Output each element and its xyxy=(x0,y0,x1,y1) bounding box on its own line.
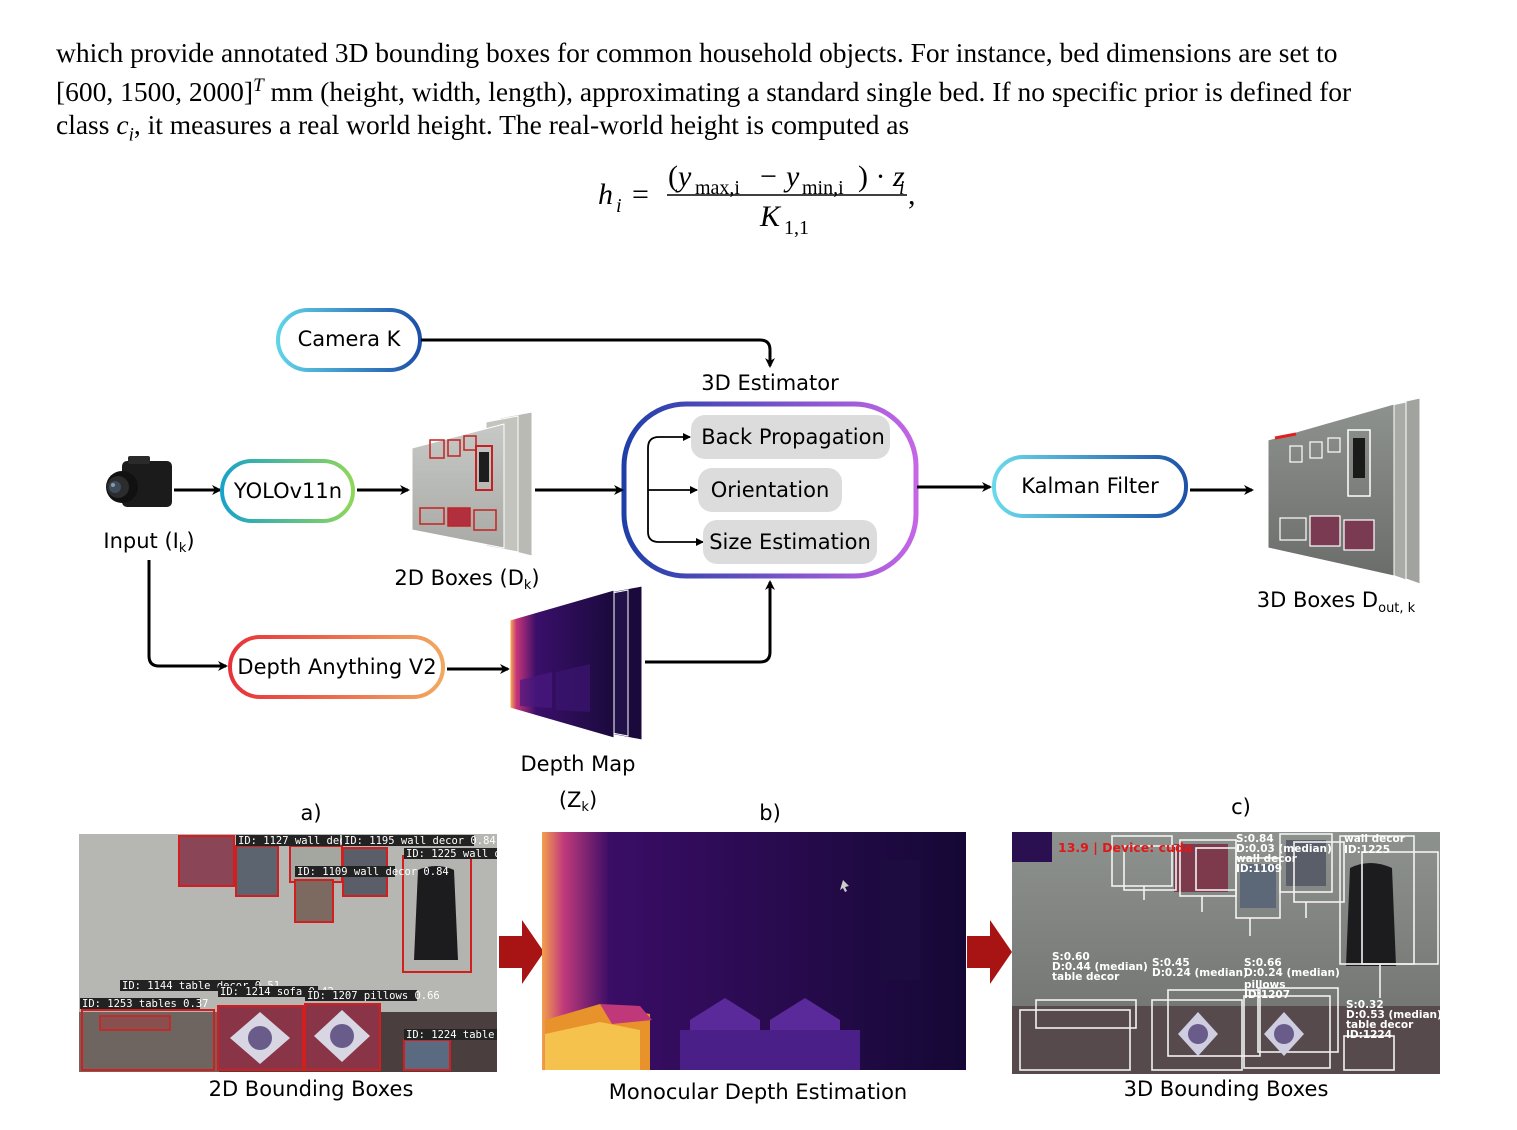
panel-c-caption: 3D Bounding Boxes xyxy=(1124,1077,1329,1101)
svg-text:D:0.53 (median): D:0.53 (median) xyxy=(1346,1009,1442,1021)
kalman-node xyxy=(992,455,1188,518)
svg-text:ID:1224: ID:1224 xyxy=(1346,1029,1392,1041)
paragraph-line-2: [600, 1500, 2000]T mm (height, width, le… xyxy=(56,75,1352,108)
svg-text:S:0.84: S:0.84 xyxy=(1236,833,1274,845)
kalman-label: Kalman Filter xyxy=(1021,474,1159,498)
svg-text:ID:1109: ID:1109 xyxy=(1236,863,1282,875)
depth-map-label: Depth Map xyxy=(521,752,636,776)
boxes3d-stack xyxy=(1267,397,1421,585)
back-propagation-label: Back Propagation xyxy=(701,425,885,449)
paragraph-line-1: which provide annotated 3D bounding boxe… xyxy=(56,37,1338,68)
size-estimation-label: Size Estimation xyxy=(709,530,871,554)
camera-k-label: Camera K xyxy=(298,327,402,351)
panel-a-to-b-arrow xyxy=(499,920,544,984)
eq-num-sub2: min,i xyxy=(802,177,844,199)
eq-num-y2: y xyxy=(783,160,800,193)
svg-text:S:0.66: S:0.66 xyxy=(1244,957,1282,969)
eq-num-sub1: max,i xyxy=(695,177,740,199)
svg-text:wall decor: wall decor xyxy=(1344,833,1406,845)
svg-text:D:0.03 (median): D:0.03 (median) xyxy=(1236,843,1332,855)
input-label: Input (Ik) xyxy=(103,529,194,556)
svg-text:D:0.24 (median): D:0.24 (median) xyxy=(1244,967,1340,979)
camera-icon xyxy=(106,456,172,507)
svg-text:ID: 1253 tables 0.37: ID: 1253 tables 0.37 xyxy=(82,998,208,1010)
size-estimation-box xyxy=(703,520,877,564)
eq-num-open: (y xyxy=(668,160,692,193)
panel-a-label: a) xyxy=(300,801,321,825)
panel-b-to-c-arrow xyxy=(967,920,1012,984)
height-equation: h i = (y max,i − y min,i ) · z i K 1,1 , xyxy=(598,160,916,239)
svg-text:D:0.44 (median): D:0.44 (median) xyxy=(1052,961,1148,973)
boxes2d-stack xyxy=(411,411,533,557)
eq-den: K xyxy=(759,200,782,233)
yolo-label: YOLOv11n xyxy=(233,479,342,503)
svg-text:13.9 | Device: cuda: 13.9 | Device: cuda xyxy=(1058,840,1192,855)
boxes3d-label: 3D Boxes Dout, k xyxy=(1257,588,1416,616)
camera-to-estimator-arrow xyxy=(421,338,775,368)
depth-map-to-estimator-arrow xyxy=(645,580,775,664)
input-to-depth-arrow xyxy=(147,560,228,671)
orientation-label: Orientation xyxy=(711,478,830,502)
depth-z-label: (Zk) xyxy=(559,788,597,815)
yolo-node xyxy=(220,459,355,523)
panel-c-label: c) xyxy=(1231,795,1251,819)
camera-k-node xyxy=(276,308,422,372)
branch-size-estimation xyxy=(647,490,704,546)
eq-lhs: h xyxy=(598,178,613,211)
svg-text:D:0.24 (median): D:0.24 (median) xyxy=(1152,967,1248,979)
svg-text:ID: 1225 wall decor: ID: 1225 wall decor xyxy=(406,848,526,860)
depth-anything-label: Depth Anything V2 xyxy=(237,655,436,679)
estimator-title: 3D Estimator xyxy=(701,371,839,395)
eq-den-sub: 1,1 xyxy=(784,217,809,239)
svg-text:S:0.32: S:0.32 xyxy=(1346,999,1384,1011)
svg-text:table decor: table decor xyxy=(1052,971,1120,983)
pipeline-diagram: Camera K 3D Estimator Back Propagation O… xyxy=(79,308,1442,1104)
body-paragraph: which provide annotated 3D bounding boxe… xyxy=(56,36,1466,152)
svg-text:wall decor: wall decor xyxy=(1236,853,1298,865)
eq-lhs-sub: i xyxy=(616,195,622,217)
svg-text:pillows: pillows xyxy=(1244,979,1285,991)
svg-text:S:0.60: S:0.60 xyxy=(1052,951,1090,963)
svg-text:ID:1225: ID:1225 xyxy=(1344,844,1390,856)
svg-text:ID:1207: ID:1207 xyxy=(1244,989,1290,1001)
panel-c-image: 13.9 | Device: cuda wall decor ID:1225 S… xyxy=(1012,832,1442,1074)
panel-b-image xyxy=(542,832,966,1070)
eq-num-sub3: i xyxy=(899,177,905,199)
paragraph-line-3: class ci, it measures a real world heigh… xyxy=(56,109,910,146)
svg-text:ID: 1224 table de: ID: 1224 table de xyxy=(406,1029,513,1041)
back-propagation-box xyxy=(691,415,890,459)
panel-a-caption: 2D Bounding Boxes xyxy=(209,1077,414,1101)
panel-b-caption: Monocular Depth Estimation xyxy=(609,1080,907,1104)
svg-text:S:0.45: S:0.45 xyxy=(1152,957,1190,969)
eq-comma: , xyxy=(908,178,916,211)
eq-equals: = xyxy=(632,178,649,211)
branch-back-propagation xyxy=(647,433,691,490)
panel-a-image: ID: 1127 wall decor ID: 1195 wall decor … xyxy=(79,834,526,1072)
depth-map-stack xyxy=(509,585,643,741)
panel-b-label: b) xyxy=(759,801,781,825)
boxes2d-label: 2D Boxes (Dk) xyxy=(394,566,539,593)
orientation-box xyxy=(698,468,842,512)
svg-text:ID: 1207 pillows 0.66: ID: 1207 pillows 0.66 xyxy=(307,990,440,1002)
svg-text:ID: 1127 wall decor: ID: 1127 wall decor xyxy=(238,835,358,847)
eq-num-close: ) · z xyxy=(858,160,905,193)
svg-text:ID: 1195 wall decor 0.84: ID: 1195 wall decor 0.84 xyxy=(344,835,496,847)
svg-text:ID: 1109 wall decor 0.84: ID: 1109 wall decor 0.84 xyxy=(297,866,449,878)
svg-text:table decor: table decor xyxy=(1346,1019,1414,1031)
eq-minus: − xyxy=(760,160,777,193)
depth-anything-node xyxy=(228,635,445,699)
